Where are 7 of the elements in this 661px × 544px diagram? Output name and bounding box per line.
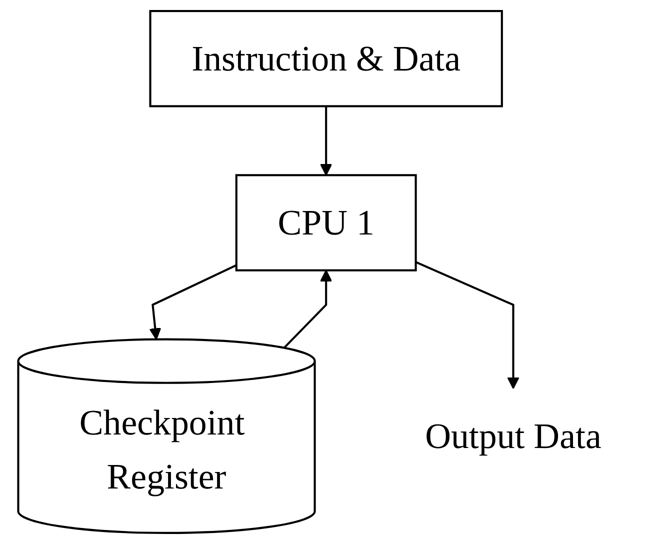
arrow [283,270,332,349]
node-box: Instruction & Data [149,10,503,108]
node-text: Output Data [425,416,602,456]
arrow [415,261,520,390]
arrow [320,106,332,176]
arrow [149,264,237,340]
node-box: CPU 1 [235,174,417,272]
